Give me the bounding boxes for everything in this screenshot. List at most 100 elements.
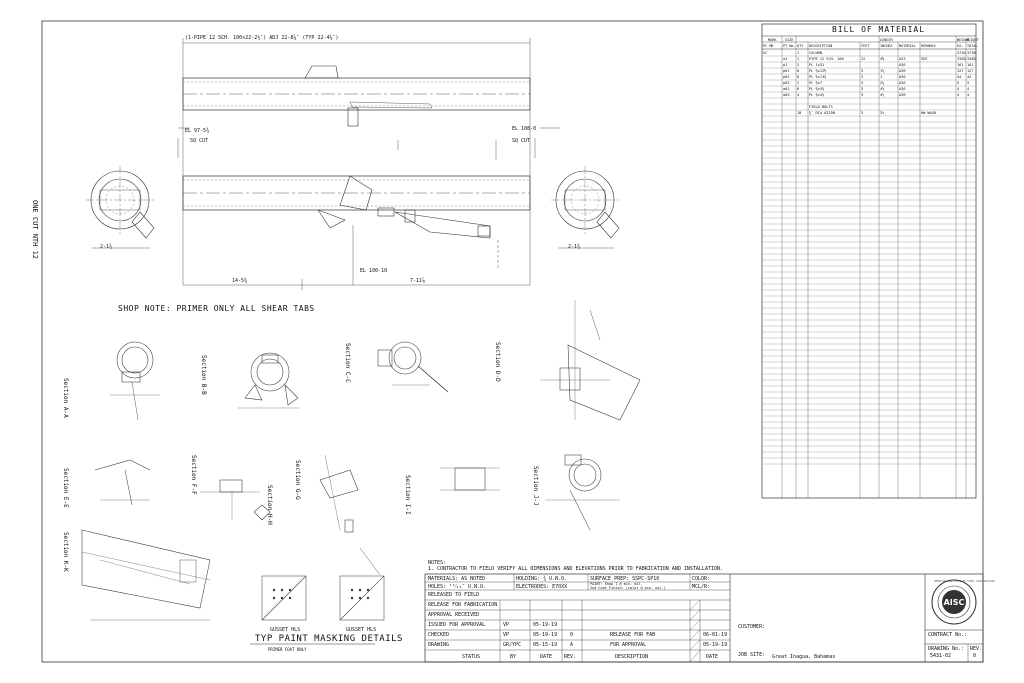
bom-cell: PL ⅜x7 bbox=[809, 81, 822, 85]
bom-cell: 6 bbox=[797, 75, 800, 79]
bom-cell: 3 bbox=[861, 75, 864, 79]
tb-rev-description: RELEASE FOR FAB bbox=[610, 632, 656, 638]
one-cut-note: ONE CUT NTH 12 bbox=[31, 200, 39, 260]
bom-header-cell: TOTAL bbox=[967, 44, 978, 48]
bom-cell: 3 bbox=[861, 111, 864, 115]
bom-cell: PL 1x31 bbox=[809, 63, 825, 67]
section-k-label: Section K-K bbox=[62, 532, 69, 572]
section-f-label: Section F-F bbox=[190, 455, 197, 495]
tb-status-label: RELEASED TO FIELD bbox=[428, 592, 480, 598]
bom-cell: 2 bbox=[797, 63, 800, 67]
bom-cell: 18 bbox=[797, 111, 802, 115]
bom-cell: 4⅝ bbox=[880, 57, 885, 61]
bom-cell: 161 bbox=[967, 63, 974, 67]
tb-footer-status: STATUS bbox=[462, 654, 481, 660]
tb-rev-description: FOR APPROVAL bbox=[610, 642, 647, 648]
tb-jobsite-value: Great Inagua, Bahamas bbox=[772, 654, 836, 660]
bom-cell: 161 bbox=[957, 63, 964, 67]
tb-status-label: APPROVAL RECEIVED bbox=[428, 612, 480, 618]
pipe-callout: (1-PIPE 12 SCH. 100x22-2½″) ADJ 22-8⅞″ (… bbox=[185, 35, 339, 41]
bom-cell: 5 bbox=[967, 81, 970, 85]
section-a-label: Section A-A bbox=[62, 378, 69, 418]
bom-group-size: SIZE bbox=[785, 38, 794, 42]
tb-rev-label: REV. bbox=[970, 646, 983, 652]
section-d-label: Section D-D bbox=[494, 342, 501, 382]
bom-cell: COLUMN bbox=[809, 51, 822, 55]
bom-header-cell: DESCRIPTION bbox=[809, 44, 833, 48]
paint-masking-subtitle: PRIMER COAT ONLY bbox=[268, 647, 307, 652]
bom-cell: 44 bbox=[967, 75, 972, 79]
title-block-grid bbox=[424, 573, 984, 663]
bom-cell: 3730 bbox=[957, 51, 966, 55]
tb-footer-rev: REV. bbox=[564, 654, 577, 660]
elevation-right: EL 108-0 bbox=[512, 126, 537, 132]
tb-holding: HOLDING: ¾ U.N.O. bbox=[516, 576, 568, 582]
tb-rev-number: A bbox=[570, 642, 574, 648]
tb-status-date: 05-19-19 bbox=[533, 622, 558, 628]
aisc-certification-seal: AISC bbox=[931, 579, 977, 625]
bom-cell: ¾″ DIA A325N bbox=[809, 111, 835, 115]
bom-cell: SC bbox=[763, 51, 768, 55]
bom-cell: p03 bbox=[783, 81, 790, 85]
column-end-view-right bbox=[551, 166, 620, 249]
bom-cell: 4 bbox=[957, 93, 960, 97]
bom-cell: PL ⅜x4⅞ bbox=[809, 93, 825, 97]
bom-cell: 2 bbox=[797, 81, 800, 85]
bom-cell: 1½ bbox=[880, 69, 885, 73]
tb-footer-date2: DATE bbox=[706, 654, 719, 660]
bom-group-mark: MARK bbox=[768, 38, 777, 42]
bom-group-weight-ea: WEIGHT bbox=[957, 38, 970, 42]
tb-electrodes: ELECTRODES: E70XX bbox=[516, 584, 568, 590]
bom-header-cell: MATERIAL bbox=[899, 44, 916, 48]
bom-cell: 22 bbox=[861, 57, 866, 61]
tb-contract-label: CONTRACT No.: bbox=[928, 632, 968, 638]
tb-rev-number: 0 bbox=[570, 632, 574, 638]
bom-header-cell: QTY bbox=[797, 44, 804, 48]
bom-cell: 3386 bbox=[957, 57, 966, 61]
bom-cell: 127 bbox=[957, 69, 964, 73]
bom-header-cell: EA. bbox=[957, 44, 964, 48]
bom-table-grid bbox=[761, 23, 977, 499]
elevation-left: EL 97-5¾ bbox=[185, 128, 210, 134]
bom-cell: p01 bbox=[783, 69, 790, 73]
bom-cell: 4 bbox=[957, 87, 960, 91]
tb-paint-note-1: PAINT: Shop 1 @ min. mil. bbox=[590, 582, 643, 586]
bom-cell: a02 bbox=[783, 87, 790, 91]
tb-footer-by: BY bbox=[510, 654, 517, 660]
bom-cell: 6 bbox=[797, 69, 800, 73]
bom-cell: 3386 bbox=[967, 57, 976, 61]
bom-cell: a1 bbox=[783, 57, 788, 61]
tb-paint-note-2: 2nd Coat Finish: (color @ min. mil.) bbox=[590, 586, 666, 590]
column-end-view-left bbox=[86, 166, 155, 249]
tb-status-date: 05-19-19 bbox=[533, 632, 558, 638]
bom-cell: 1 bbox=[797, 57, 800, 61]
tb-color: COLOR: bbox=[692, 576, 711, 582]
bom-cell: 1 bbox=[880, 75, 883, 79]
section-g-label: Section G-G bbox=[294, 460, 301, 500]
section-e-label: Section E-E bbox=[62, 468, 69, 508]
bom-cell: 4 bbox=[967, 87, 970, 91]
tb-rev-date: 06-01-19 bbox=[703, 632, 728, 638]
bom-header-cell: PC MK bbox=[763, 44, 774, 48]
bom-cell: 3 bbox=[861, 87, 864, 91]
bom-cell: 2½ bbox=[880, 111, 885, 115]
bom-cell: 4 bbox=[967, 93, 970, 97]
tb-jobsite-label: JOB SITE: bbox=[738, 652, 766, 658]
elevation-mid: EL 100-10 bbox=[360, 268, 388, 274]
tb-rev-date: 05-19-19 bbox=[703, 642, 728, 648]
bom-cell: A36 bbox=[899, 93, 906, 97]
bom-title: BILL OF MATERIAL bbox=[832, 25, 926, 34]
dim-b: 2-1¾ bbox=[568, 244, 581, 250]
tb-footer-desc: DESCRIPTION bbox=[615, 654, 649, 660]
section-h-label: Section H-H bbox=[266, 485, 273, 525]
dim-overall-left: 14-5¾ bbox=[232, 278, 248, 284]
tb-status-label: ISSUED FOR APPROVAL bbox=[428, 622, 486, 628]
tb-status-label: DRAWING bbox=[428, 642, 450, 648]
bom-cell: 4½ bbox=[880, 87, 885, 91]
gusset-bolt-holes bbox=[272, 588, 370, 600]
tb-rev-value: 0 bbox=[973, 653, 977, 659]
dim-a: 2-1¾ bbox=[100, 244, 113, 250]
tb-holes: HOLES: ¹³⁄₁₆″ U.N.O. bbox=[428, 584, 487, 590]
tb-drawing-no-value: 5431-02 bbox=[930, 653, 952, 659]
bom-cell: 44 bbox=[957, 75, 962, 79]
